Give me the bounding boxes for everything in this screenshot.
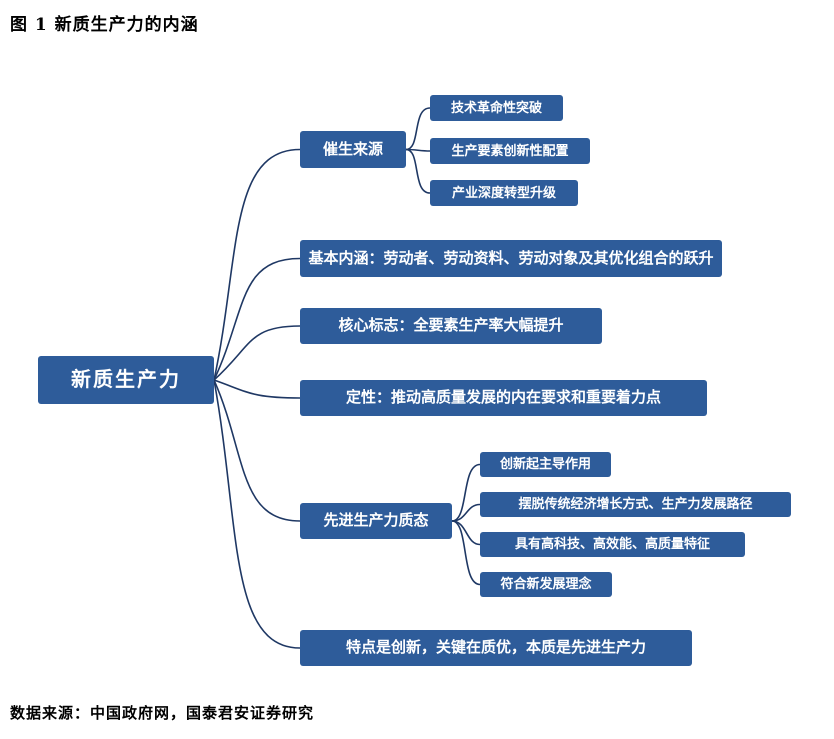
connector-advanced-leaf-1 — [451, 463, 481, 522]
connector-root-to-core — [213, 325, 301, 381]
branch-traits-summary: 特点是创新，关键在质优，本质是先进生产力 — [300, 630, 692, 666]
connector-advanced-leaf-4 — [451, 520, 481, 586]
leaf-tech-breakthrough: 技术革命性突破 — [430, 95, 563, 121]
leaf-hightech-features: 具有高科技、高效能、高质量特征 — [480, 532, 745, 557]
leaf-new-development-concept: 符合新发展理念 — [480, 572, 612, 597]
leaf-factor-allocation: 生产要素创新性配置 — [430, 138, 590, 164]
connector-origin-leaf-1 — [405, 107, 431, 151]
branch-definition: 定性：推动高质量发展的内在要求和重要着力点 — [300, 380, 707, 416]
branch-origin-sources: 催生来源 — [300, 131, 406, 168]
connector-origin-leaf-3 — [405, 148, 431, 194]
leaf-industry-upgrade: 产业深度转型升级 — [430, 180, 578, 206]
branch-core-indicator: 核心标志：全要素生产率大幅提升 — [300, 308, 602, 344]
leaf-break-traditional-growth: 摆脱传统经济增长方式、生产力发展路径 — [480, 492, 791, 517]
connector-advanced-leaf-3 — [451, 520, 481, 546]
connector-root-to-definition — [213, 379, 301, 399]
connector-root-to-advanced — [213, 379, 301, 522]
source-note: 数据来源：中国政府网，国泰君安证券研究 — [10, 704, 315, 722]
connector-root-to-traits — [213, 379, 301, 649]
figure-title: 图 1 新质生产力的内涵 — [10, 15, 199, 35]
leaf-innovation-leading: 创新起主导作用 — [480, 452, 611, 477]
connector-advanced-leaf-2 — [451, 503, 481, 522]
branch-basic-connotation: 基本内涵：劳动者、劳动资料、劳动对象及其优化组合的跃升 — [300, 240, 722, 277]
connector-root-to-connotation — [213, 257, 301, 381]
branch-advanced-productivity: 先进生产力质态 — [300, 503, 452, 539]
connector-root-to-origin — [213, 148, 301, 381]
root-node: 新质生产力 — [38, 356, 214, 404]
